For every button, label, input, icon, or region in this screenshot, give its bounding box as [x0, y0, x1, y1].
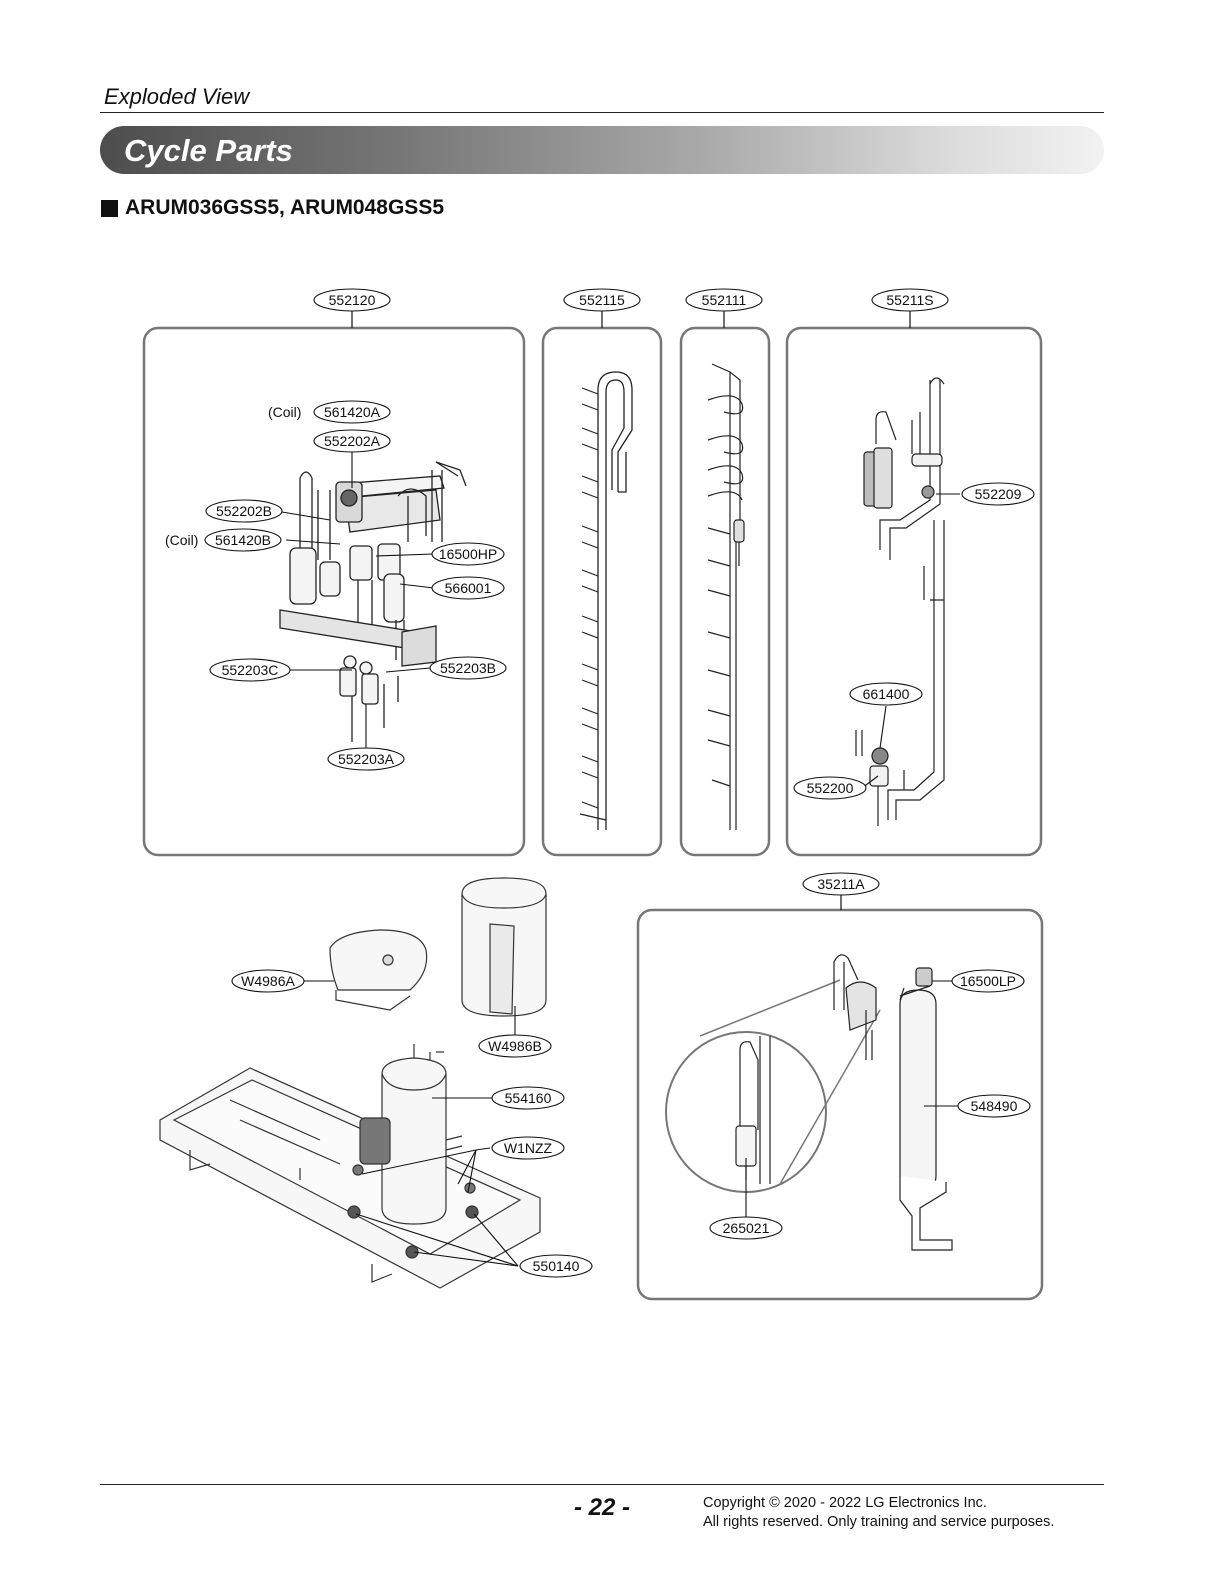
- callout-661400: 661400: [849, 682, 923, 706]
- svg-text:552120: 552120: [329, 292, 376, 308]
- callout-552120: 552120: [313, 288, 391, 312]
- callout-16500HP: 16500HP: [431, 542, 505, 566]
- svg-text:16500HP: 16500HP: [439, 546, 497, 562]
- svg-text:265021: 265021: [723, 1220, 770, 1236]
- bullet-square-icon: [101, 200, 118, 217]
- callout-552115: 552115: [563, 288, 641, 312]
- callout-552202B: 552202B: [205, 499, 283, 523]
- pipe-552115-drawing: [579, 371, 633, 830]
- group-box-552111: [679, 326, 771, 857]
- callout-548490: 548490: [957, 1094, 1031, 1118]
- callout-552203B: 552203B: [429, 656, 507, 680]
- callout-265021: 265021: [709, 1216, 783, 1240]
- callout-W4986B: W4986B: [478, 1034, 552, 1058]
- svg-text:552115: 552115: [579, 292, 625, 308]
- svg-text:552203A: 552203A: [338, 751, 395, 767]
- svg-text:552209: 552209: [975, 486, 1022, 502]
- callout-labels: 552120 552115 552111 55211S 561420A 5522…: [204, 288, 1035, 1278]
- svg-text:561420A: 561420A: [324, 404, 381, 420]
- svg-text:16500LP: 16500LP: [960, 973, 1016, 989]
- model-title: ARUM036GSS5, ARUM048GSS5: [125, 196, 444, 219]
- callout-550140: 550140: [519, 1254, 593, 1278]
- compressor-base-drawing: [159, 877, 547, 1289]
- callout-552203C: 552203C: [209, 658, 291, 682]
- svg-text:561420B: 561420B: [215, 532, 271, 548]
- group-box-552120: [142, 326, 526, 857]
- svg-text:566001: 566001: [445, 580, 492, 596]
- valve-assembly-drawing: [279, 461, 467, 742]
- svg-text:W4986B: W4986B: [488, 1038, 542, 1054]
- coil-note-lower: (Coil): [165, 532, 198, 548]
- callout-W1NZZ: W1NZZ: [491, 1136, 565, 1160]
- svg-text:552202A: 552202A: [324, 433, 381, 449]
- callout-566001: 566001: [431, 576, 505, 600]
- callout-552209: 552209: [961, 482, 1035, 506]
- callout-552202A: 552202A: [313, 429, 391, 453]
- group-box-55211S: [785, 326, 1043, 857]
- accumulator-drawing: [665, 954, 953, 1251]
- svg-text:552202B: 552202B: [216, 503, 272, 519]
- callout-35211A: 35211A: [802, 872, 880, 896]
- svg-text:548490: 548490: [971, 1098, 1018, 1114]
- svg-text:552111: 552111: [702, 292, 747, 308]
- copyright-text: Copyright © 2020 - 2022 LG Electronics I…: [703, 1495, 987, 1511]
- svg-text:35211A: 35211A: [817, 876, 865, 892]
- svg-text:554160: 554160: [505, 1090, 552, 1106]
- svg-text:W1NZZ: W1NZZ: [504, 1140, 553, 1156]
- section-label: Exploded View: [104, 84, 250, 109]
- svg-text:W4986A: W4986A: [241, 973, 295, 989]
- callout-552200: 552200: [793, 776, 867, 800]
- svg-text:552203C: 552203C: [222, 662, 279, 678]
- callout-16500LP: 16500LP: [951, 969, 1025, 993]
- callout-552111: 552111: [685, 288, 763, 312]
- page-number: - 22 -: [574, 1494, 631, 1521]
- callout-561420B: 561420B: [204, 528, 282, 552]
- svg-text:550140: 550140: [533, 1258, 580, 1274]
- svg-text:661400: 661400: [863, 686, 910, 702]
- callout-561420A: 561420A: [313, 400, 391, 424]
- section-banner: [100, 126, 1104, 174]
- footer-divider: [100, 1484, 1104, 1485]
- callout-W4986A: W4986A: [231, 969, 305, 993]
- group-box-552115: [541, 326, 663, 857]
- header-divider: [100, 112, 1104, 113]
- pipe-55211S-drawing: [855, 377, 945, 826]
- callout-55211S: 55211S: [871, 288, 949, 312]
- svg-text:552200: 552200: [807, 780, 854, 796]
- group-box-35211A: [636, 908, 1044, 1301]
- svg-text:55211S: 55211S: [886, 292, 933, 308]
- banner-title: Cycle Parts: [124, 133, 293, 168]
- pipe-552111-drawing: [707, 363, 745, 830]
- callout-554160: 554160: [491, 1086, 565, 1110]
- svg-text:552203B: 552203B: [440, 660, 496, 676]
- rights-text: All rights reserved. Only training and s…: [703, 1514, 1055, 1530]
- callout-552203A: 552203A: [327, 747, 405, 771]
- coil-note-upper: (Coil): [268, 404, 301, 420]
